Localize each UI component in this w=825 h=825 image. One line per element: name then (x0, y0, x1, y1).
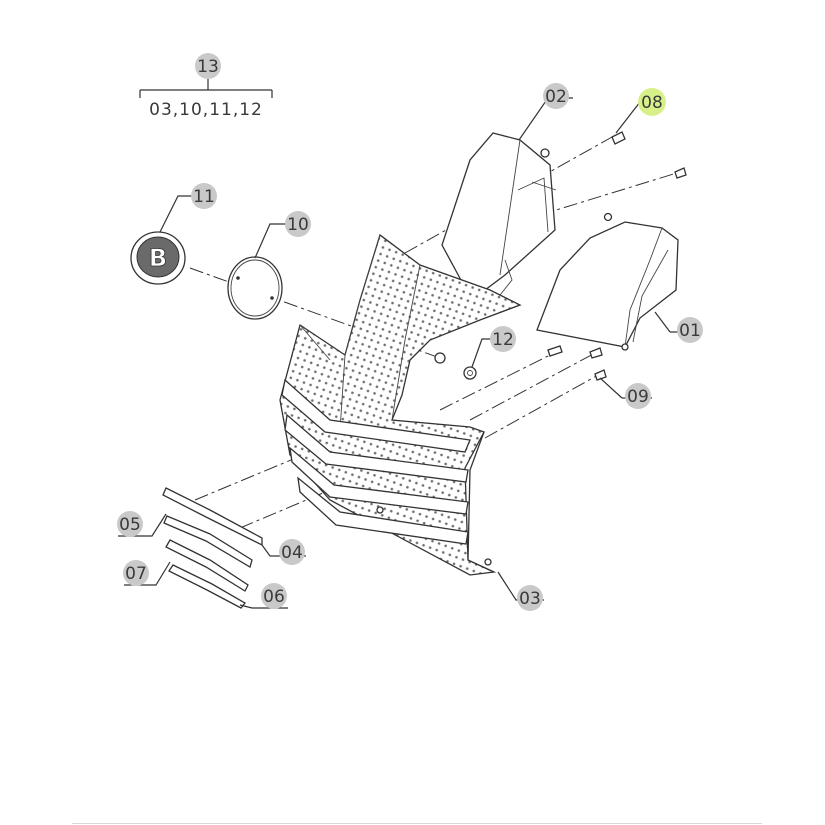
callout-03: 03 (517, 585, 543, 611)
callout-05: 05 (117, 511, 143, 537)
callout-bubble (261, 583, 287, 609)
callout-label: 06 (263, 587, 285, 607)
callout-label: 08 (641, 93, 663, 113)
trim-strips (162, 487, 263, 609)
bottom-divider (72, 823, 762, 824)
callout-bubble (517, 585, 543, 611)
callout-bubble-highlighted (638, 88, 666, 116)
part-05-strip (163, 515, 253, 568)
group-callout-number: 13 (197, 57, 219, 77)
callout-01: 01 (677, 317, 703, 343)
part-12-nuts (434, 352, 477, 380)
callout-bubble (543, 83, 569, 109)
callout-label: 07 (125, 564, 147, 584)
callout-bubble (123, 560, 149, 586)
group-callout-13: 13 03,10,11,12 (139, 53, 273, 120)
callout-label: 11 (193, 187, 215, 207)
callout-07: 07 (123, 560, 149, 586)
callout-10: 10 (285, 211, 311, 237)
callout-11: 11 (191, 183, 217, 209)
callout-label: 02 (545, 87, 567, 107)
callout-bubble (625, 383, 651, 409)
callout-08: 08 (638, 88, 666, 116)
callout-02: 02 (543, 83, 569, 109)
callout-bubble (677, 317, 703, 343)
callout-label: 12 (492, 330, 514, 350)
callout-bubble (285, 211, 311, 237)
callout-06: 06 (261, 583, 287, 609)
callout-12: 12 (490, 326, 516, 352)
callout-04: 04 (279, 539, 305, 565)
screws (547, 131, 687, 381)
callout-bubble (195, 53, 221, 79)
group-bracket (139, 79, 273, 98)
callout-label: 04 (281, 543, 303, 563)
callout-label: 05 (119, 515, 141, 535)
callout-09: 09 (625, 383, 651, 409)
part-06-strip (165, 539, 249, 592)
callout-bubble (117, 511, 143, 537)
callout-label: 09 (627, 387, 649, 407)
part-03-grille-body (279, 233, 522, 576)
callout-bubble (191, 183, 217, 209)
callout-label: 10 (287, 215, 309, 235)
callout-label: 01 (679, 321, 701, 341)
group-members-label: 03,10,11,12 (149, 100, 263, 120)
part-01-side-panel (536, 212, 679, 351)
part-11-emblem-badge: B (130, 231, 186, 285)
part-10-ring (227, 256, 283, 320)
emblem-letter: B (149, 244, 167, 272)
callout-bubble (279, 539, 305, 565)
part-07-strip (168, 564, 246, 609)
callout-label: 03 (519, 589, 541, 609)
callout-bubble (490, 326, 516, 352)
part-02-upper-deflector (441, 132, 557, 296)
